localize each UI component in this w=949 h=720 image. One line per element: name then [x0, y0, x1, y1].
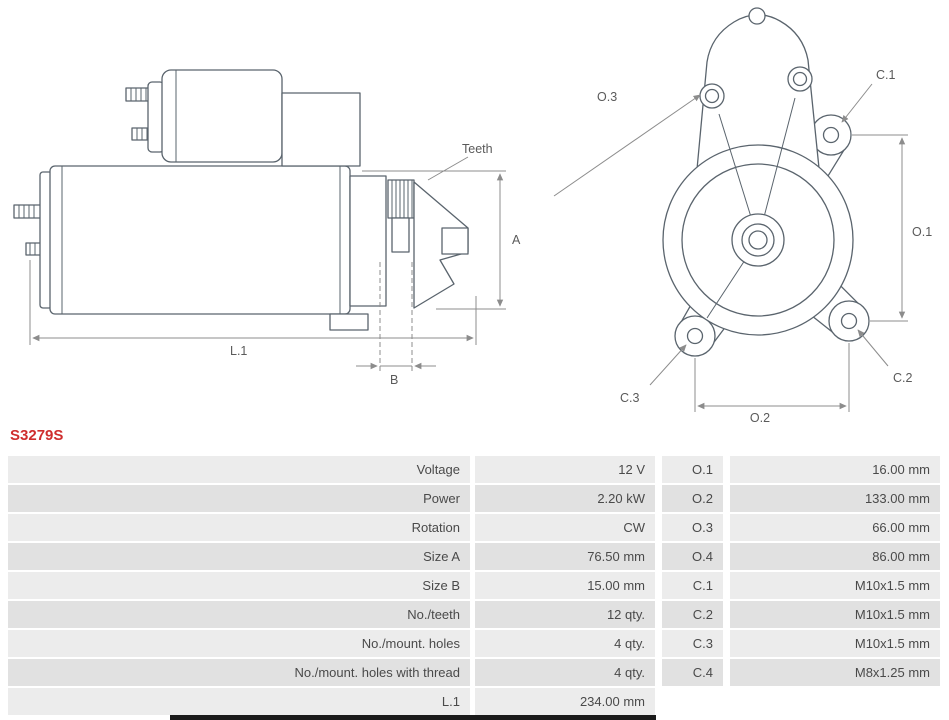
dim-value: [730, 688, 940, 715]
table-row: No./mount. holes 4 qty. C.3 M10x1.5 mm: [8, 630, 940, 657]
front-view-dimension-lines: [553, 83, 908, 412]
front-view-hub-and-holes: [686, 66, 858, 345]
teeth-label: Teeth: [462, 142, 493, 156]
spec-name: Size A: [8, 543, 470, 570]
spec-value: 2.20 kW: [475, 485, 655, 512]
spec-name: No./mount. holes: [8, 630, 470, 657]
side-view-dimension-lines: [29, 156, 506, 374]
table-row: Size B 15.00 mm C.1 M10x1.5 mm: [8, 572, 940, 599]
starter-technical-drawing: Teeth A L.1 B: [13, 7, 932, 425]
spec-name: No./mount. holes with thread: [8, 659, 470, 686]
dim-value: 86.00 mm: [730, 543, 940, 570]
dim-value: 133.00 mm: [730, 485, 940, 512]
dim-value: M10x1.5 mm: [730, 630, 940, 657]
table-row: No./mount. holes with thread 4 qty. C.4 …: [8, 659, 940, 686]
dim-code: O.4: [662, 543, 723, 570]
spec-value: CW: [475, 514, 655, 541]
spec-name: Rotation: [8, 514, 470, 541]
spec-name: Size B: [8, 572, 470, 599]
spec-value: 15.00 mm: [475, 572, 655, 599]
dim-code: O.3: [662, 514, 723, 541]
spec-value: 12 V: [475, 456, 655, 483]
spec-value: 234.00 mm: [475, 688, 655, 715]
spec-table: Voltage 12 V O.1 16.00 mm Power 2.20 kW …: [8, 456, 940, 717]
dim-o3-label: O.3: [597, 90, 617, 104]
dim-code: C.4: [662, 659, 723, 686]
dim-c2-label: C.2: [893, 371, 913, 385]
dim-value: 16.00 mm: [730, 456, 940, 483]
spec-value: 12 qty.: [475, 601, 655, 628]
spec-value: 4 qty.: [475, 659, 655, 686]
dim-b-label: B: [390, 373, 398, 387]
dim-a-label: A: [512, 233, 521, 247]
dim-l1-label: L.1: [230, 344, 247, 358]
dim-c3-label: C.3: [620, 391, 640, 405]
side-view-labels: Teeth A L.1 B: [230, 142, 521, 387]
spec-value: 4 qty.: [475, 630, 655, 657]
front-view-labels: O.3 C.1 O.1 C.2 C.3 O.2: [597, 68, 932, 425]
table-row: L.1 234.00 mm: [8, 688, 940, 715]
dim-code: C.3: [662, 630, 723, 657]
spec-name: L.1: [8, 688, 470, 715]
table-row: Size A 76.50 mm O.4 86.00 mm: [8, 543, 940, 570]
dim-value: 66.00 mm: [730, 514, 940, 541]
spec-name: Voltage: [8, 456, 470, 483]
table-row: No./teeth 12 qty. C.2 M10x1.5 mm: [8, 601, 940, 628]
table-row: Voltage 12 V O.1 16.00 mm: [8, 456, 940, 483]
partial-element-below: [170, 715, 656, 720]
spec-value: 76.50 mm: [475, 543, 655, 570]
part-number: S3279S: [10, 427, 64, 444]
dim-value: M10x1.5 mm: [730, 601, 940, 628]
side-view-outline: [13, 69, 469, 331]
table-row: Power 2.20 kW O.2 133.00 mm: [8, 485, 940, 512]
dim-value: M8x1.25 mm: [730, 659, 940, 686]
front-view-spokes: [706, 97, 796, 319]
front-view-outline: [662, 7, 870, 357]
dim-value: M10x1.5 mm: [730, 572, 940, 599]
dim-code: C.1: [662, 572, 723, 599]
dim-c1-label: C.1: [876, 68, 896, 82]
spec-name: No./teeth: [8, 601, 470, 628]
dim-code: [662, 688, 723, 715]
dim-code: O.1: [662, 456, 723, 483]
table-row: Rotation CW O.3 66.00 mm: [8, 514, 940, 541]
dim-code: O.2: [662, 485, 723, 512]
side-view-details: [18, 70, 413, 314]
dim-o2-label: O.2: [750, 411, 770, 425]
spec-name: Power: [8, 485, 470, 512]
dim-code: C.2: [662, 601, 723, 628]
dim-o1-label: O.1: [912, 225, 932, 239]
